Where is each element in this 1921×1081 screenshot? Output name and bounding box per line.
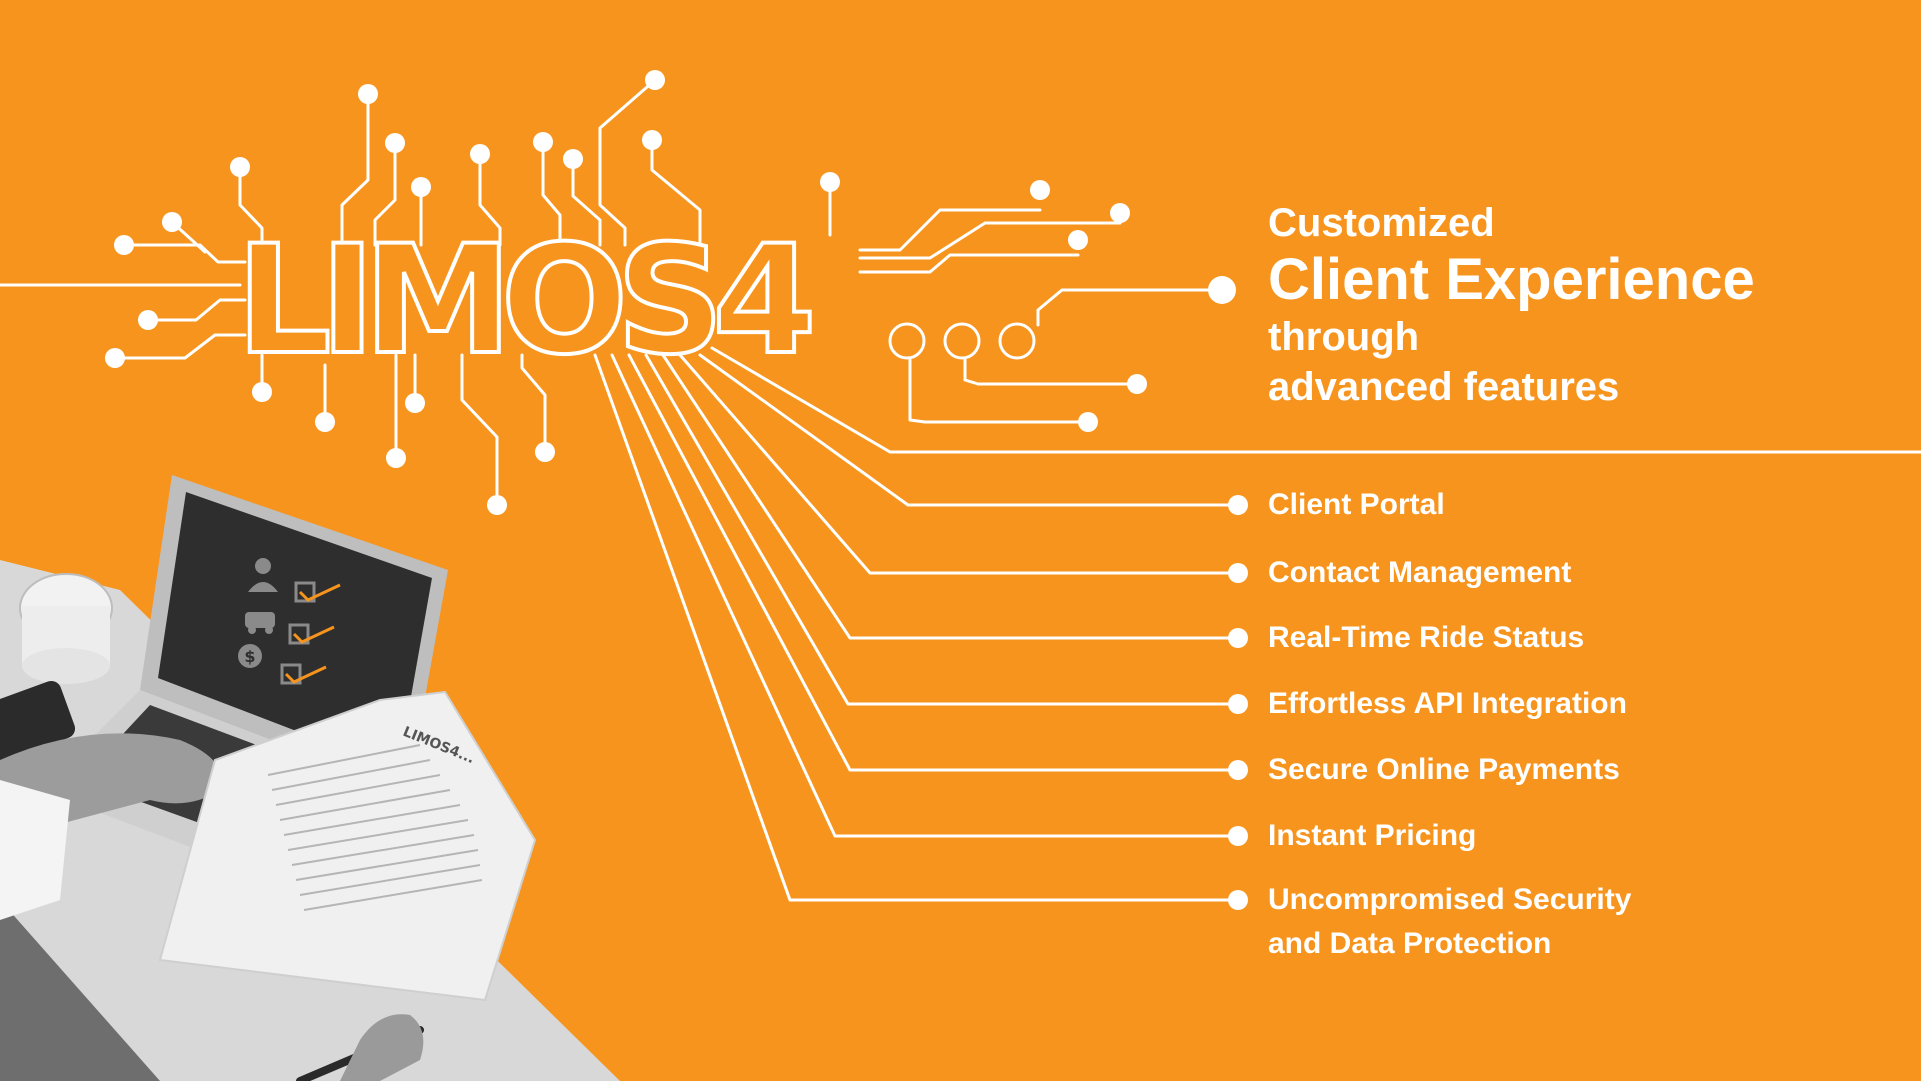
feature-instant-pricing: Instant Pricing <box>1268 819 1477 852</box>
person-icon <box>248 558 278 592</box>
headline-line2: Client Experience <box>1268 247 1755 312</box>
headline-line4: advanced features <box>1268 365 1620 409</box>
coffee-cup <box>19 573 113 684</box>
feature-client-portal: Client Portal <box>1268 488 1445 521</box>
paper-document <box>158 690 537 1002</box>
feature-security-line1: Uncompromised Security <box>1268 883 1632 916</box>
checkmark-icon <box>280 581 341 685</box>
car-icon <box>245 612 275 634</box>
feature-online-payments: Secure Online Payments <box>1268 753 1620 786</box>
phone <box>0 680 76 763</box>
feature-real-time-ride-status: Real-Time Ride Status <box>1268 621 1585 654</box>
dollar-icon: $ <box>238 644 262 668</box>
laptop-screen <box>158 492 432 770</box>
sleeve <box>0 780 70 920</box>
headline: Customized Client Experience through adv… <box>1268 198 1755 412</box>
brand-logo: LIMOS4 <box>236 214 810 388</box>
logo-ellipsis <box>888 322 1036 360</box>
circuit-lines <box>0 78 1921 902</box>
writing-hand <box>340 1014 424 1081</box>
desk-photo: $ LIMOS4... <box>0 475 620 1081</box>
svg-text:$: $ <box>244 647 255 666</box>
feature-security-line2: and Data Protection <box>1268 927 1552 960</box>
feature-api-integration: Effortless API Integration <box>1268 687 1627 720</box>
headline-line1: Customized <box>1268 201 1495 245</box>
circuit-dots <box>105 70 1248 910</box>
headline-line3: through <box>1268 315 1420 359</box>
feature-contact-management: Contact Management <box>1268 556 1572 589</box>
document-lines <box>267 744 483 911</box>
